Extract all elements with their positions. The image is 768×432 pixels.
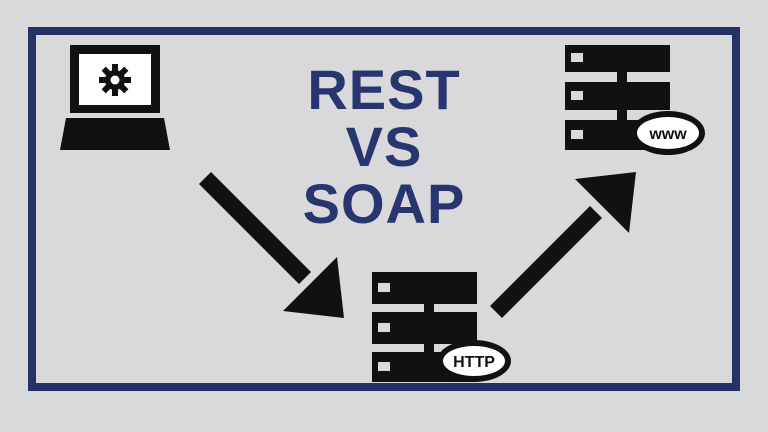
- title-soap: SOAP: [302, 172, 466, 235]
- laptop-icon: [60, 45, 170, 150]
- arrow-up-right-icon: [489, 172, 636, 319]
- www-badge: www: [631, 111, 705, 155]
- server-stack-icon: HTTP: [372, 272, 511, 382]
- title-vs: VS: [345, 115, 423, 178]
- title-rest: REST: [307, 58, 461, 121]
- http-badge: HTTP: [437, 340, 511, 382]
- laptop-keyboard-base: [60, 118, 170, 150]
- diagram-frame: [28, 27, 740, 391]
- server-unit: [372, 312, 477, 352]
- www-label: www: [648, 126, 687, 143]
- http-label: HTTP: [453, 354, 495, 371]
- server-stack-icon: www: [565, 45, 705, 155]
- server-unit: [565, 45, 670, 82]
- server-unit: [565, 82, 670, 120]
- server-unit: [372, 272, 477, 312]
- gear-icon: [99, 64, 131, 96]
- page-title: REST VS SOAP: [270, 62, 498, 233]
- arrow-down-right-icon: [198, 171, 344, 318]
